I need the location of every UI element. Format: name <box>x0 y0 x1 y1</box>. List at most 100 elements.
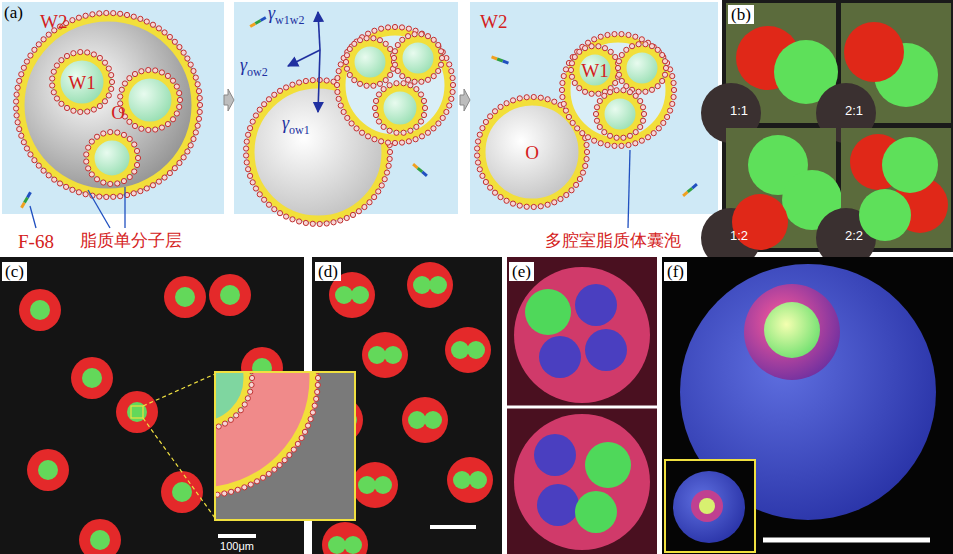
lipid-head <box>32 47 37 52</box>
lipid-head <box>24 59 29 64</box>
lipid-head <box>638 124 643 129</box>
lipid-head <box>196 89 201 94</box>
lipid-tails <box>399 39 437 77</box>
lipid-head <box>86 145 91 150</box>
lipid-head <box>639 138 644 143</box>
lipid-head <box>36 42 41 47</box>
lipid-head <box>671 87 676 92</box>
lipid-head <box>592 138 597 143</box>
lipid-head <box>560 94 565 99</box>
lipid-head <box>119 87 124 92</box>
lipid-head <box>449 96 454 101</box>
lipid-head <box>582 46 587 51</box>
lipid-head <box>308 416 313 421</box>
lipid-head <box>247 126 252 131</box>
lipid-head <box>649 44 654 49</box>
lipid-head <box>144 19 149 24</box>
lipid-head <box>111 194 116 199</box>
lipid-head <box>249 382 254 387</box>
lipid-head <box>498 104 503 109</box>
lipid-head <box>291 447 296 452</box>
lipid-head <box>377 38 382 43</box>
lipid-head <box>517 203 522 208</box>
lipid-head <box>638 98 643 103</box>
lipid-head <box>419 31 424 36</box>
lipid-tails <box>576 51 614 89</box>
lipid-head <box>584 156 589 161</box>
lipid-head <box>97 194 102 199</box>
lipid-head <box>254 479 259 484</box>
lipid-head <box>615 65 620 70</box>
lipid-head <box>260 475 265 480</box>
lipid-head <box>344 53 349 58</box>
lipid-head <box>414 124 419 129</box>
lipid-head <box>584 149 589 154</box>
vesicle <box>352 462 398 508</box>
lipid-head <box>50 76 55 81</box>
lipid-head <box>371 83 376 88</box>
lipid-head <box>613 80 618 85</box>
lipid-head <box>531 94 536 99</box>
lipid-head <box>84 152 89 157</box>
compartment <box>451 341 469 359</box>
lipid-head <box>191 68 196 73</box>
lipid-head <box>46 32 51 37</box>
lipid-head <box>616 59 621 64</box>
lipid-head <box>379 139 384 144</box>
lipid-head <box>277 211 282 216</box>
vesicle <box>447 457 493 503</box>
lipid-head <box>305 423 310 428</box>
lipid-tails <box>342 32 448 138</box>
lipid-head <box>619 32 624 37</box>
divider <box>507 406 657 409</box>
vesicle <box>27 449 69 491</box>
lipid-head <box>91 107 96 112</box>
f68-part <box>683 192 688 196</box>
water-droplet <box>618 44 666 92</box>
lipid-head <box>561 73 566 78</box>
lipid-head <box>559 87 564 92</box>
lipid-head <box>671 94 676 99</box>
lipid-head <box>566 114 571 119</box>
lipid-head <box>170 78 175 83</box>
lipid-head <box>222 491 227 496</box>
lipid-head <box>54 96 59 101</box>
f68-molecule <box>492 57 509 63</box>
molecule-label: F-68 <box>18 232 54 251</box>
lipid-head <box>382 177 387 182</box>
vesicle <box>71 357 113 399</box>
lipid-head <box>531 204 536 209</box>
lipid-head <box>661 120 666 125</box>
lipid-head <box>656 126 661 131</box>
lipid-head <box>384 170 389 175</box>
lipid-head <box>177 44 182 49</box>
water-droplet <box>375 83 425 133</box>
lipid-head <box>193 75 198 80</box>
inset-border <box>215 372 355 520</box>
lipid-head <box>159 70 164 75</box>
lipid-head <box>296 80 301 85</box>
lipid-head <box>195 123 200 128</box>
lipid-head <box>174 84 179 89</box>
lipid-head <box>315 382 320 387</box>
lipid-head <box>594 105 599 110</box>
lipid-head <box>357 81 362 86</box>
f68-part <box>492 57 498 59</box>
lipid-head <box>421 98 426 103</box>
lipid-head <box>480 126 485 131</box>
lipid-head <box>17 126 22 131</box>
giant-vesicle <box>673 471 745 543</box>
lipid-head <box>97 103 102 108</box>
lipid-head <box>621 135 626 140</box>
lipid-head <box>352 41 357 46</box>
lipid-head <box>159 125 164 130</box>
lipid-head <box>538 204 543 209</box>
lipid-head <box>377 81 382 86</box>
compartment <box>175 287 195 307</box>
lipid-head <box>621 88 626 93</box>
lipid-head <box>15 85 20 90</box>
f68-molecule <box>683 184 697 196</box>
lipid-head <box>383 78 388 83</box>
lipid-head <box>41 168 46 173</box>
lipid-head <box>524 204 529 209</box>
